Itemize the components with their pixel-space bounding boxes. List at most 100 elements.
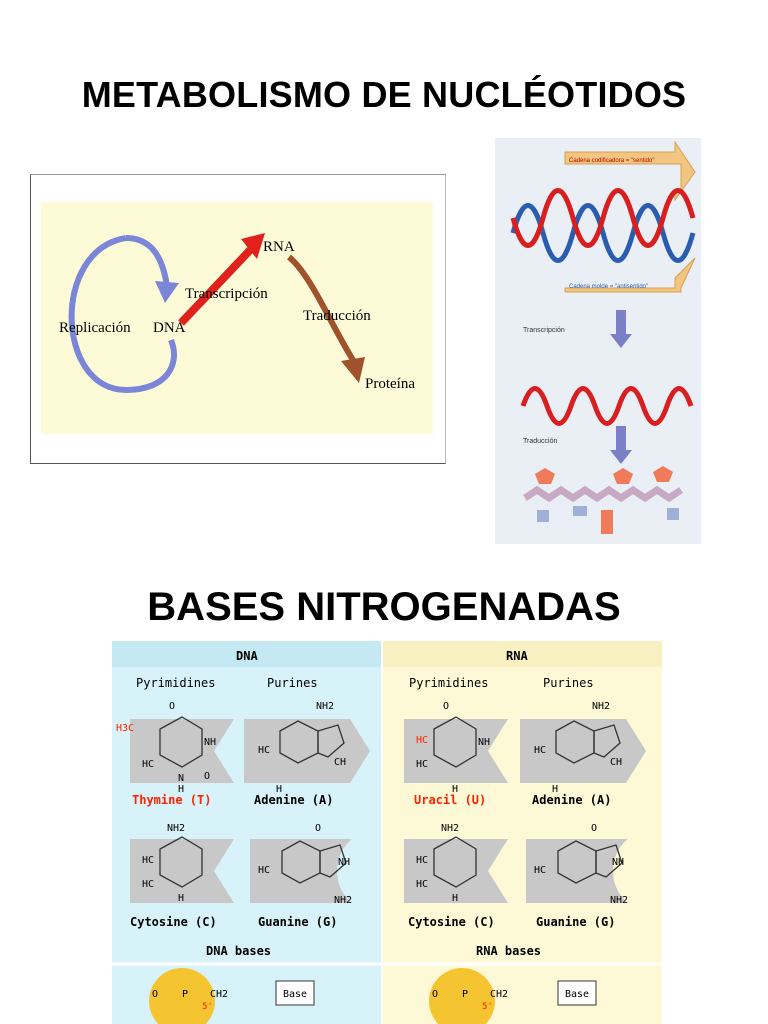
transcription-arrowhead: [241, 233, 265, 259]
translation-label: Traducción: [523, 438, 557, 445]
page-title: METABOLISMO DE NUCLÉOTIDOS: [81, 74, 687, 115]
atom-h: H: [552, 784, 558, 795]
dna-guanine-label: Guanine (G): [258, 915, 337, 929]
rna-adenine-label: Adenine (A): [532, 793, 611, 807]
coding-strand-arrow: [564, 140, 696, 202]
atom-nh2: NH2: [316, 701, 334, 712]
amino-acid-square: [537, 510, 549, 522]
transcription-arrow: [178, 244, 256, 326]
atom-h3c: H3C: [116, 723, 134, 734]
replication-arrow-lower: [68, 235, 177, 394]
dna-guanine-structure: O NH HC NH2: [250, 823, 352, 906]
template-strand-label: Cadena molde = "antisentido": [569, 284, 648, 290]
atom-hc: HC: [142, 855, 154, 866]
atom-nh2: NH2: [167, 823, 185, 834]
section-title: BASES NITROGENADAS: [147, 585, 621, 629]
atom-hc: HC: [258, 745, 270, 756]
protein-chain: [523, 485, 683, 503]
base-box: [557, 980, 597, 1006]
atom-hc: HC: [142, 879, 154, 890]
dna-strand-red: [510, 188, 696, 248]
transcription-down-arrow: [610, 310, 632, 348]
atom-o: O: [591, 823, 597, 834]
rna-nucleotide-structure: O P CH2 5' Base: [429, 968, 597, 1024]
atom-hc: HC: [142, 759, 154, 770]
mrna-strand: [520, 386, 694, 426]
atom-nh2: NH2: [441, 823, 459, 834]
atom-ch2: CH2: [210, 989, 228, 1000]
atom-h: H: [452, 784, 458, 795]
rna-bases-footer: RNA bases: [476, 944, 541, 958]
label-protein: Proteína: [365, 376, 415, 392]
dna-cytosine-structure: NH2 HC HC H: [130, 823, 234, 904]
rna-adenine-structure: NH2 HC CH H: [520, 701, 646, 795]
atom-o: O: [204, 771, 210, 782]
atom-hc: HC: [416, 879, 428, 890]
phosphate-circle: [429, 968, 495, 1024]
atom-nh: NH: [338, 857, 350, 868]
rna-panel: [382, 641, 662, 1024]
label-replication: Replicación: [59, 320, 131, 336]
atom-o: O: [432, 989, 438, 1000]
atom-nh: NH: [204, 737, 216, 748]
amino-acid-square: [667, 508, 679, 520]
atom-hc: HC: [258, 865, 270, 876]
atom-o: O: [152, 989, 158, 1000]
translation-down-arrow: [610, 426, 632, 464]
atom-hc: HC: [416, 759, 428, 770]
amino-acid-pentagon: [535, 468, 555, 484]
base-box-label: Base: [565, 989, 589, 1000]
rna-header-bar: [382, 641, 662, 667]
five-prime-label: 5': [482, 1002, 493, 1012]
dna-adenine-label: Adenine (A): [254, 793, 333, 807]
atom-hc: HC: [534, 745, 546, 756]
dna-cytosine-label: Cytosine (C): [130, 915, 217, 929]
atom-p: P: [462, 989, 468, 1000]
central-dogma-diagram: Replicación DNA Transcripción RNA Traduc…: [30, 174, 446, 464]
thymine-label: Thymine (T): [132, 793, 211, 807]
translation-arrow: [287, 254, 356, 362]
dna-bases-footer: DNA bases: [206, 944, 271, 958]
dna-thymine-structure: O H3C NH HC N H O: [116, 701, 234, 795]
rna-header: RNA: [506, 649, 528, 663]
phosphate-circle: [149, 968, 215, 1024]
rna-guanine-label: Guanine (G): [536, 915, 615, 929]
atom-hc: HC: [534, 865, 546, 876]
atom-p: P: [182, 989, 188, 1000]
label-transcription: Transcripción: [185, 286, 268, 302]
dna-purines-label: Purines: [267, 676, 318, 690]
atom-o: O: [169, 701, 175, 712]
rna-cytosine-structure: NH2 HC HC H: [404, 823, 508, 904]
base-box-label: Base: [283, 989, 307, 1000]
translation-arrowhead: [341, 357, 365, 383]
label-rna: RNA: [263, 239, 295, 255]
transcription-label: Transcripción: [523, 327, 565, 334]
dna-adenine-structure: NH2 HC CH H: [244, 701, 370, 795]
atom-nh2: NH2: [334, 895, 352, 906]
rna-uracil-structure: O HC NH HC H: [404, 701, 508, 795]
atom-nh2: NH2: [610, 895, 628, 906]
amino-acid-square: [573, 506, 587, 516]
dna-nucleotide-structure: O P CH2 5' Base: [149, 968, 315, 1024]
atom-hc: HC: [416, 735, 428, 746]
atom-nh2: NH2: [592, 701, 610, 712]
diagram-background: [41, 202, 433, 434]
amino-acid-bar: [601, 510, 613, 534]
dna-header: DNA: [236, 649, 258, 663]
atom-h: H: [178, 784, 184, 795]
replication-arrowhead: [155, 281, 179, 303]
base-box: [275, 980, 315, 1006]
rna-guanine-structure: O NH HC NH2: [526, 823, 628, 906]
atom-nh: NH: [478, 737, 490, 748]
template-strand-arrow: [564, 257, 696, 293]
atom-n: N: [178, 773, 184, 784]
dna-strand-blue: [510, 203, 696, 263]
nitrogenous-bases-chart: DNA RNA Pyrimidines Purines Pyrimidines …: [112, 641, 662, 1024]
label-dna: DNA: [153, 320, 186, 336]
transcription-helix-panel: Cadena codificadora = "sentido" Cadena m…: [495, 138, 701, 544]
atom-o: O: [443, 701, 449, 712]
coding-strand-label: Cadena codificadora = "sentido": [569, 158, 654, 164]
rna-cytosine-label: Cytosine (C): [408, 915, 495, 929]
five-prime-label: 5': [202, 1002, 213, 1012]
rna-pyrimidines-label: Pyrimidines: [409, 676, 488, 690]
